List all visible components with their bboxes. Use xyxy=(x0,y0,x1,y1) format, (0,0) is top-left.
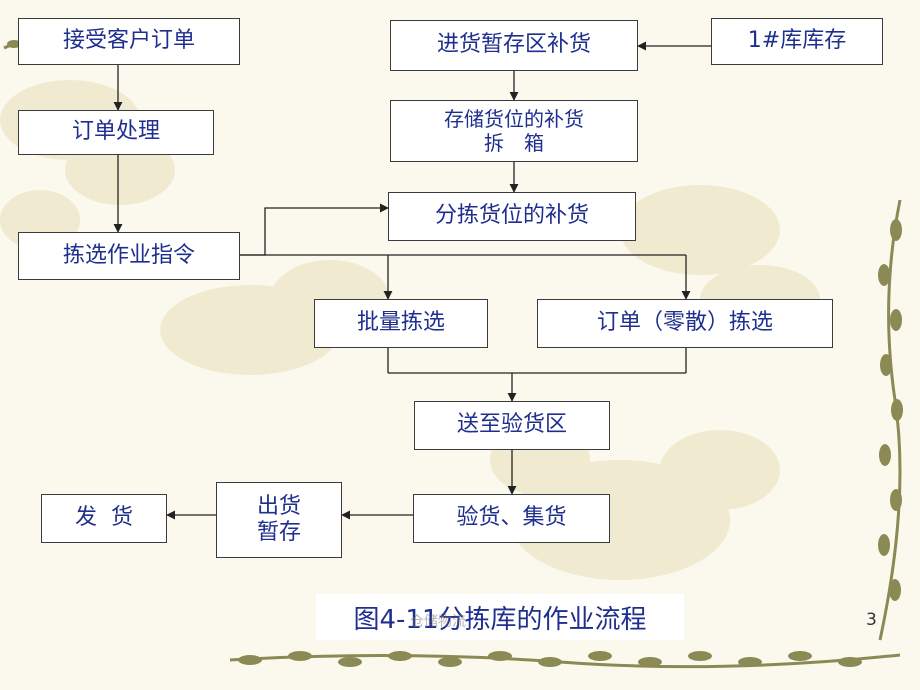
node-shipping: 发 货 xyxy=(41,494,167,543)
node-outbound-staging-line2: 暂存 xyxy=(256,520,301,545)
page-number: 3 xyxy=(866,610,877,630)
node-order-processing: 订单处理 xyxy=(18,110,214,155)
node-pick-location-replenish-label: 分拣货位的补货 xyxy=(434,203,589,229)
node-storage-replenish: 存储货位的补货 拆 箱 xyxy=(390,100,638,162)
node-warehouse-1-stock: 1#库库存 xyxy=(711,18,883,65)
node-order-picking-label: 订单（零散）拣选 xyxy=(596,310,773,336)
node-warehouse-1-stock-label: 1#库库存 xyxy=(747,28,847,54)
node-inbound-staging-replenish-label: 进货暂存区补货 xyxy=(436,32,591,58)
node-receive-order: 接受客户订单 xyxy=(18,18,240,65)
node-pick-instruction: 拣选作业指令 xyxy=(18,232,240,280)
node-outbound-staging-line1: 出货 xyxy=(256,493,301,519)
node-inspect-consolidate-label: 验货、集货 xyxy=(456,505,567,531)
node-receive-order-label: 接受客户订单 xyxy=(62,28,195,54)
node-order-processing-label: 订单处理 xyxy=(71,119,160,145)
node-batch-picking: 批量拣选 xyxy=(314,299,488,348)
node-to-inspection-area-label: 送至验货区 xyxy=(456,412,567,438)
node-order-picking: 订单（零散）拣选 xyxy=(537,299,833,348)
node-to-inspection-area: 送至验货区 xyxy=(414,401,610,450)
node-pick-instruction-label: 拣选作业指令 xyxy=(62,242,195,268)
figure-caption: 图4-11分拣库的作业流程 xyxy=(316,594,684,640)
vine-decoration-bottom xyxy=(229,651,901,669)
vine-decoration-right xyxy=(878,199,903,641)
node-storage-replenish-line2: 拆 箱 xyxy=(484,131,544,155)
node-storage-replenish-line1: 存储货位的补货 xyxy=(444,107,584,131)
arrow-instruction-to-pick-replenish xyxy=(240,203,389,256)
node-inbound-staging-replenish: 进货暂存区补货 xyxy=(390,20,638,71)
watermark-text: 仓储物流 xyxy=(410,614,466,630)
node-outbound-staging: 出货 暂存 xyxy=(216,482,342,558)
node-shipping-label: 发 货 xyxy=(75,505,133,531)
node-batch-picking-label: 批量拣选 xyxy=(356,310,445,336)
node-pick-location-replenish: 分拣货位的补货 xyxy=(388,192,636,241)
node-inspect-consolidate: 验货、集货 xyxy=(413,494,610,543)
